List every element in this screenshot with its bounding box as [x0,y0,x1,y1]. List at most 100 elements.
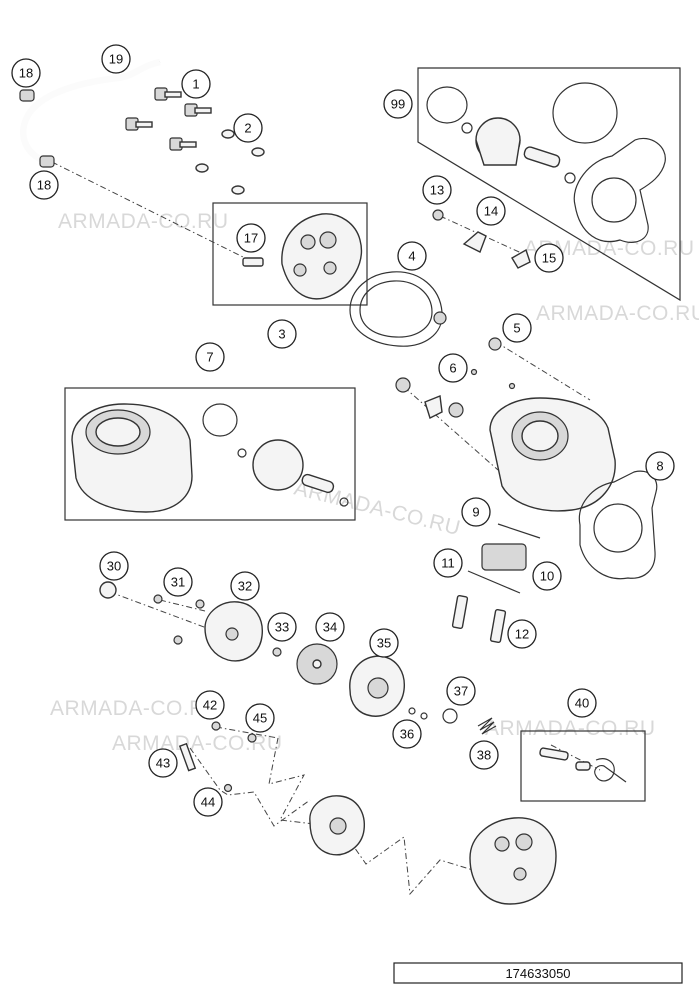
kit-cylinder-bore-inner [95,417,141,447]
hose-to-head-line [51,161,246,259]
kit-base-gasket [573,137,666,243]
washer-2d [231,185,245,195]
bolt-11 [451,594,469,630]
piston-kit-box [417,67,681,302]
group-boxes [64,67,681,802]
callout-number: 18 [37,178,51,193]
nut-upper [433,311,447,325]
callout-circle [99,551,129,581]
kit-piston-skirt [475,139,521,166]
callout-1: 1 [181,69,211,99]
callout-31: 31 [163,567,193,597]
cylinder-head-box [212,202,368,306]
callout-number: 17 [244,231,258,246]
kit-pin [301,473,335,494]
callout-number: 43 [156,756,170,771]
zigzag-line-a [268,737,341,828]
screw-31-line [159,599,206,612]
callout-number: 30 [107,559,121,574]
screw-42 [211,721,221,731]
callout-4: 4 [397,241,427,271]
valve-kit-parts [539,747,627,783]
callout-number: 9 [472,505,479,520]
callout-circle [193,787,223,817]
callout-number: 38 [477,748,491,763]
screw-13 [432,209,444,221]
callout-5: 5 [502,313,532,343]
callout-circle [392,719,422,749]
kit-circlip-2 [564,172,576,184]
cylinder-bore-inner [521,420,559,452]
screw-45 [247,733,257,743]
drawing-number-frame [393,962,683,984]
bearing-parts [451,523,541,644]
hose-fill [20,58,161,163]
water-pump-parts [99,581,497,735]
callout-number: 15 [542,251,556,266]
callout-circle [397,241,427,271]
callout-37: 37 [446,676,476,706]
pump-housing-center [367,677,389,699]
kit-circlip [461,122,473,134]
callout-circle [195,690,225,720]
lower-cylinder-port-a [494,836,510,852]
callout-number: 5 [513,321,520,336]
callout-circle [438,353,468,383]
callout-circle [181,69,211,99]
valve-spring-clip [594,758,627,783]
callout-circle [469,740,499,770]
callout-45: 45 [245,703,275,733]
callout-number: 4 [408,249,415,264]
valve-pin [539,747,569,761]
bolt-43 [178,742,197,772]
callout-number: 34 [323,620,337,635]
screw-13-line [439,215,529,257]
base-gasket-8 [578,470,658,580]
hose-clamp-top [19,89,35,102]
callout-17: 17 [236,223,266,253]
screw-31b [195,599,205,609]
zigzag-line-b [189,747,311,827]
callout-2: 2 [233,113,263,143]
head-bolt-line [495,341,591,401]
callout-circle [446,676,476,706]
callout-circle [369,628,399,658]
callout-number: 42 [203,698,217,713]
cylinder-head [281,213,362,300]
valve-kit-box [520,730,646,802]
cylinder-kit-box [64,387,356,521]
callout-circle [29,170,59,200]
callout-number: 99 [391,97,405,112]
washer-2a [221,129,235,139]
spring-38 [477,717,497,735]
pin-6b [508,382,516,390]
callout-circle [461,497,491,527]
pin-6 [470,368,478,376]
kit-base-gasket-bore [591,177,637,223]
callout-99: 99 [383,89,413,119]
callout-number: 33 [275,620,289,635]
bolt-1a-shank [164,91,182,98]
needle-9 [497,523,541,539]
watermark-5: ARMADA-CO.RU [50,697,221,720]
callout-circle [163,567,193,597]
kit-head-gasket [552,82,618,144]
seal-37 [442,708,458,724]
pin-11 [467,570,521,594]
kit-ring [426,86,468,124]
callout-number: 35 [377,636,391,651]
callout-19: 19 [101,44,131,74]
callout-34: 34 [315,612,345,642]
o-ring-36a [408,707,416,715]
callout-number: 18 [19,66,33,81]
watermark-3: ARMADA-CO.RU [536,302,699,325]
callout-3: 3 [267,319,297,349]
kit-piston-pin [523,146,561,168]
hose-clamp-bottom [39,155,55,168]
cylinder-small-parts [395,209,531,419]
callout-circle [233,113,263,143]
callout-40: 40 [567,688,597,718]
callout-9: 9 [461,497,491,527]
screw-42-line [215,726,279,739]
